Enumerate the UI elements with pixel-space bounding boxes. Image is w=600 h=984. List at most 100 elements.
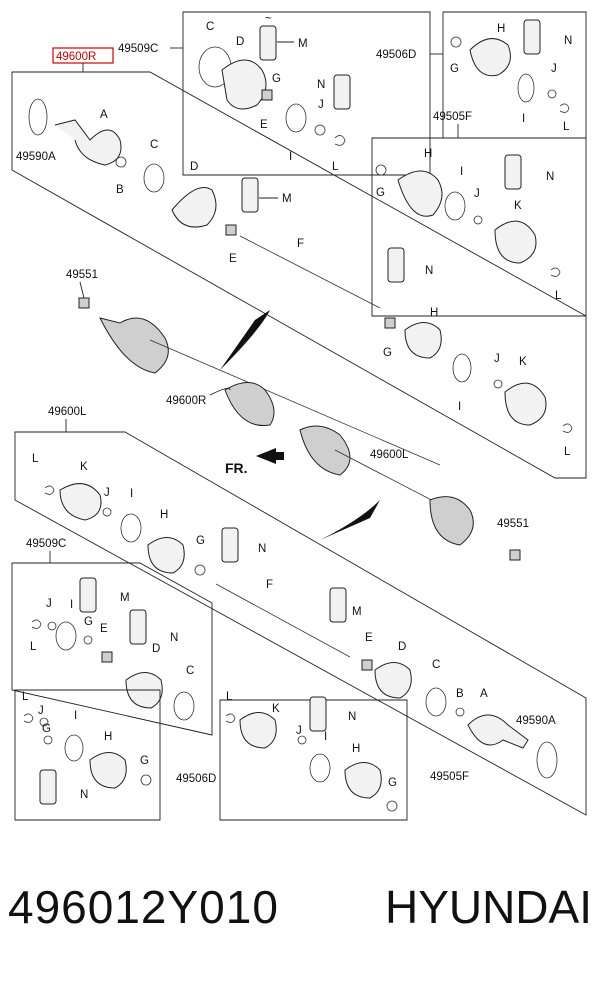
label-49506d: 49506D <box>376 49 416 61</box>
svg-text:D: D <box>152 643 160 655</box>
svg-text:G: G <box>42 723 51 735</box>
parts-diagram: 49509C C D M ~ G E N I J L 49506D H N G … <box>11 11 587 821</box>
svg-text:B: B <box>456 688 464 700</box>
svg-text:J: J <box>474 188 480 200</box>
assembly-49600l: 49600L 49600L 49551 L K J I H G N F M E … <box>14 406 587 816</box>
label-49551-left: 49551 <box>497 518 529 530</box>
svg-text:N: N <box>348 711 356 723</box>
svg-text:F: F <box>266 579 273 591</box>
svg-text:E: E <box>260 119 268 131</box>
svg-text:I: I <box>130 488 133 500</box>
direction-indicator: FR. <box>225 448 284 476</box>
direction-label: FR. <box>225 460 248 476</box>
svg-text:J: J <box>551 63 557 75</box>
svg-text:J: J <box>104 487 110 499</box>
svg-text:C: C <box>150 139 158 151</box>
svg-text:M: M <box>298 38 308 50</box>
svg-text:E: E <box>365 632 373 644</box>
label-49551-right: 49551 <box>66 269 98 281</box>
svg-text:L: L <box>22 691 29 703</box>
footer: 496012Y010 HYUNDAI <box>8 880 592 950</box>
svg-text:D: D <box>236 36 244 48</box>
svg-text:E: E <box>229 253 237 265</box>
svg-text:L: L <box>332 161 339 173</box>
svg-text:D: D <box>190 161 198 173</box>
svg-text:G: G <box>84 616 93 628</box>
svg-text:J: J <box>494 353 500 365</box>
svg-text:A: A <box>480 688 488 700</box>
svg-text:H: H <box>104 731 112 743</box>
svg-text:J: J <box>38 705 44 717</box>
svg-text:I: I <box>458 401 461 413</box>
svg-text:J: J <box>296 725 302 737</box>
kit-box-49505f-left: L K N J I H G 49505F <box>219 691 469 821</box>
svg-text:C: C <box>432 659 440 671</box>
label-49509c: 49509C <box>118 43 158 55</box>
label-49600r-highlight: 49600R <box>56 51 96 63</box>
svg-text:E: E <box>100 623 108 635</box>
svg-text:I: I <box>460 166 463 178</box>
svg-text:C: C <box>186 665 194 677</box>
svg-text:M: M <box>352 606 362 618</box>
svg-text:H: H <box>160 509 168 521</box>
svg-text:F: F <box>297 238 304 250</box>
label-49505f: 49505F <box>433 111 472 123</box>
svg-text:~: ~ <box>265 13 272 25</box>
arrow-left-icon <box>256 448 284 464</box>
svg-text:K: K <box>80 461 88 473</box>
svg-text:K: K <box>514 200 522 212</box>
svg-text:K: K <box>272 703 280 715</box>
svg-text:L: L <box>555 290 562 302</box>
svg-text:G: G <box>140 755 149 767</box>
svg-text:L: L <box>226 691 233 703</box>
label-49506d-left: 49506D <box>176 773 216 785</box>
svg-text:L: L <box>563 121 570 133</box>
svg-text:H: H <box>430 307 438 319</box>
svg-text:N: N <box>258 543 266 555</box>
label-49600l-top: 49600L <box>48 406 87 418</box>
svg-text:N: N <box>80 789 88 801</box>
svg-text:G: G <box>383 347 392 359</box>
label-49590a: 49590A <box>16 151 56 163</box>
label-49505f-left: 49505F <box>430 771 469 783</box>
part-number: 496012Y010 <box>8 881 279 933</box>
svg-text:N: N <box>317 79 325 91</box>
svg-text:C: C <box>206 21 214 33</box>
kit-box-49506d-right: 49506D H N G I J L <box>376 11 587 139</box>
svg-text:L: L <box>32 453 39 465</box>
svg-text:B: B <box>116 184 124 196</box>
kit-box-49509c-right: 49509C C D M ~ G E N I J L <box>118 11 431 176</box>
svg-text:N: N <box>546 171 554 183</box>
svg-text:I: I <box>522 113 525 125</box>
svg-text:N: N <box>425 265 433 277</box>
assembly-49600r: 49600R 49590A A B C D M E F N G H I J K … <box>11 47 587 479</box>
svg-text:M: M <box>120 592 130 604</box>
svg-text:H: H <box>497 23 505 35</box>
kit-box-49506d-left: L J G I H N G 49506D <box>14 689 216 821</box>
svg-text:G: G <box>272 73 281 85</box>
svg-text:N: N <box>564 35 572 47</box>
svg-text:I: I <box>289 151 292 163</box>
svg-text:I: I <box>70 599 73 611</box>
label-49590a-left: 49590A <box>516 715 556 727</box>
svg-text:I: I <box>74 710 77 722</box>
kit-box-49505f-right: 49505F H N G I J K L <box>371 111 587 317</box>
svg-text:I: I <box>324 731 327 743</box>
svg-text:M: M <box>282 193 292 205</box>
svg-text:A: A <box>100 109 108 121</box>
svg-text:G: G <box>196 535 205 547</box>
svg-text:J: J <box>318 99 324 111</box>
svg-text:G: G <box>376 187 385 199</box>
svg-text:N: N <box>170 632 178 644</box>
svg-text:K: K <box>519 356 527 368</box>
svg-text:H: H <box>352 743 360 755</box>
svg-text:L: L <box>30 641 37 653</box>
svg-text:G: G <box>388 777 397 789</box>
svg-text:L: L <box>564 446 571 458</box>
svg-text:D: D <box>398 641 406 653</box>
brand-name: HYUNDAI <box>384 881 592 933</box>
label-49600l: 49600L <box>370 449 409 461</box>
label-49509c-left: 49509C <box>26 538 66 550</box>
svg-text:J: J <box>46 598 52 610</box>
label-49600r: 49600R <box>166 395 206 407</box>
